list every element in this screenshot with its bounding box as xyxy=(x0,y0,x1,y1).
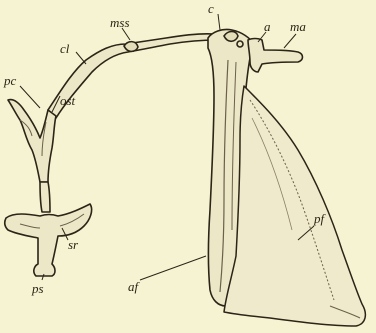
label-c: c xyxy=(208,2,214,15)
label-mss: mss xyxy=(110,16,130,29)
label-ost: ost xyxy=(60,94,75,107)
label-cl: cl xyxy=(60,42,69,55)
acromion-process xyxy=(248,39,303,73)
label-pf: pf xyxy=(314,212,324,225)
sternum-piece xyxy=(5,204,92,276)
blade-plate xyxy=(224,86,365,326)
label-af: af xyxy=(128,280,138,293)
procoracoid-bone xyxy=(8,100,56,212)
label-a: a xyxy=(264,20,271,33)
label-ps: ps xyxy=(32,282,44,295)
label-sr: sr xyxy=(68,238,78,251)
label-ma: ma xyxy=(290,20,306,33)
label-pc: pc xyxy=(4,74,16,87)
